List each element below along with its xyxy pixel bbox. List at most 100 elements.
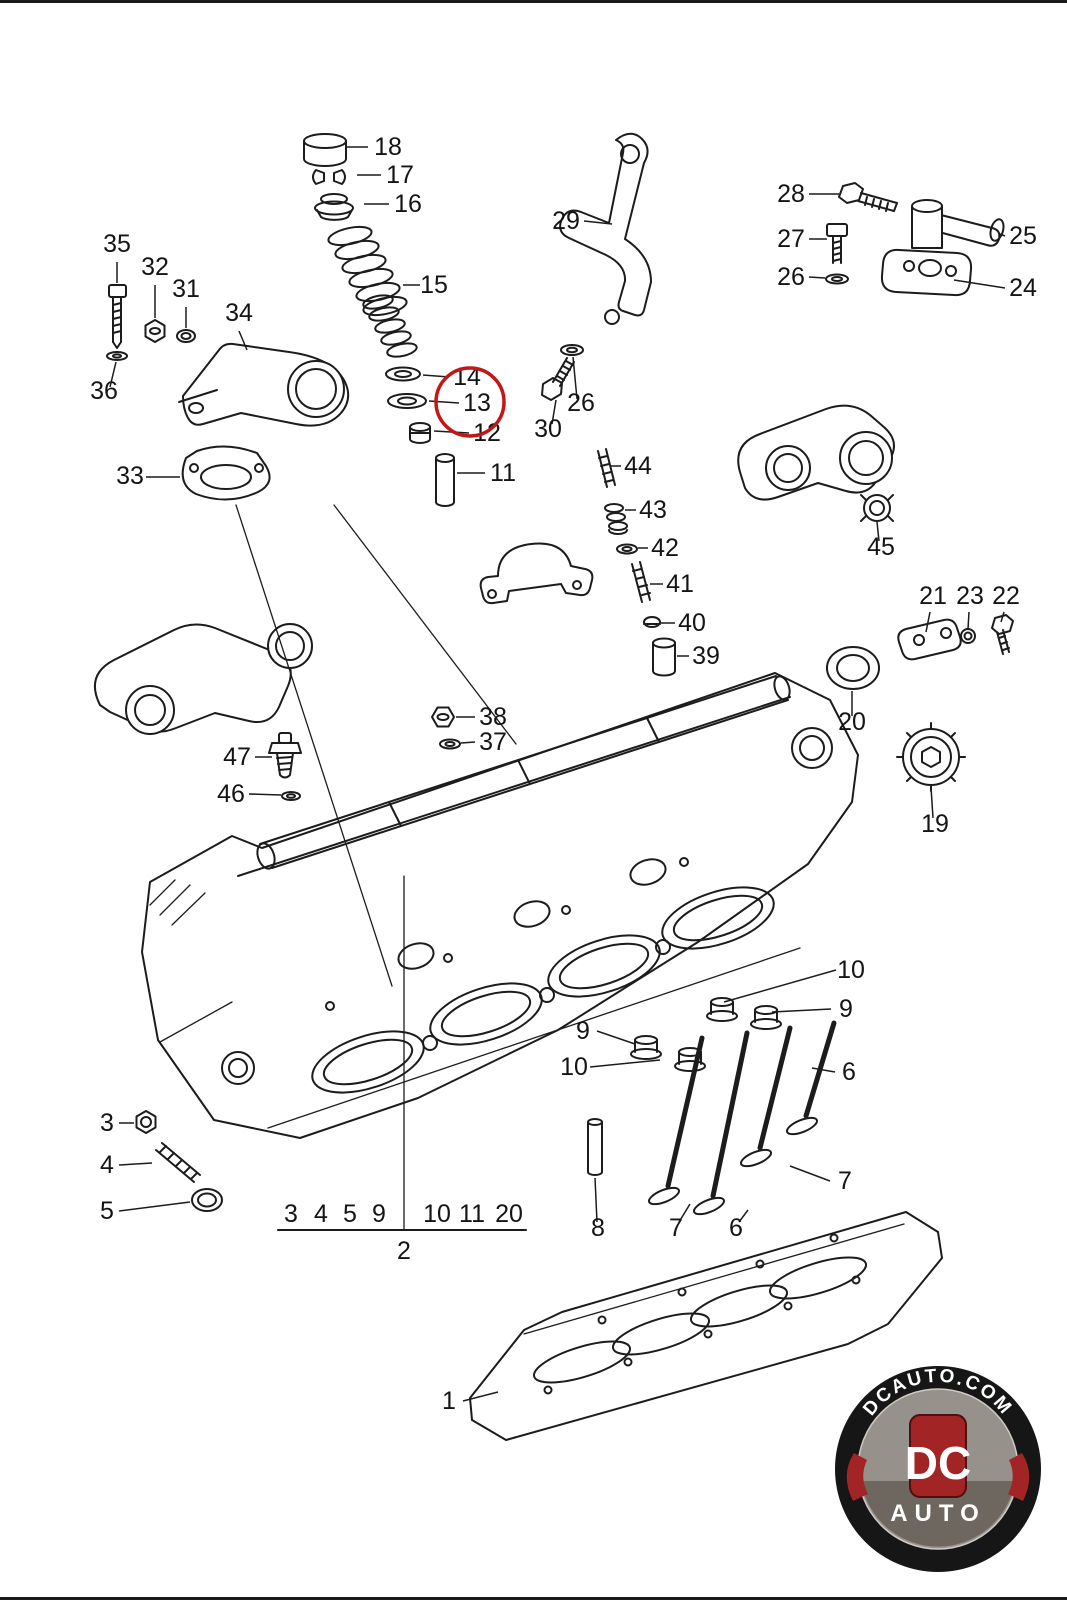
valve-train-stack: [303, 133, 455, 507]
leader-line-26: [808, 276, 826, 279]
part-callout-18: 18: [374, 133, 402, 161]
part-callout-3: 3: [284, 1200, 298, 1228]
part-callout-45: 45: [867, 533, 895, 561]
part-callout-7: 7: [669, 1214, 683, 1242]
logo-wordmark-text: AUTO: [890, 1500, 986, 1527]
part-callout-16: 16: [394, 190, 422, 218]
part-callout-5: 5: [100, 1197, 114, 1225]
leader-line-1: [462, 1391, 499, 1402]
part-callout-10: 10: [423, 1200, 451, 1228]
part-callout-47: 47: [223, 743, 251, 771]
part-callout-10: 10: [837, 956, 865, 984]
part-callout-9: 9: [372, 1200, 386, 1228]
leader-line-21: [925, 611, 931, 633]
part-callout-42: 42: [651, 534, 679, 562]
diagram-line-art: [93, 132, 1014, 1441]
part-callout-6: 6: [842, 1058, 856, 1086]
part-callout-33: 33: [116, 462, 144, 490]
part-callout-20: 20: [838, 708, 866, 736]
seal-bracket-plug-group: [826, 614, 1014, 792]
part-callout-1: 1: [442, 1387, 456, 1415]
part-callout-30: 30: [534, 415, 562, 443]
head-gasket: [469, 1211, 943, 1441]
cylinder-head-block: [141, 672, 859, 1139]
leader-line-26: [572, 356, 578, 400]
part-callout-32: 32: [141, 253, 169, 281]
dcauto-logo: DCAUTO.COM DC AUTO: [835, 1366, 1041, 1572]
part-callout-13: 13: [463, 389, 491, 417]
part-callout-40: 40: [678, 609, 706, 637]
top-border-line: [0, 0, 1067, 3]
bearing-caps-group: [93, 404, 895, 735]
leader-line-37: [460, 741, 476, 744]
part-callout-46: 46: [217, 780, 245, 808]
part-callout-39: 39: [692, 642, 720, 670]
part-callout-4: 4: [314, 1200, 328, 1228]
valves-and-seals-group: [587, 997, 837, 1216]
leader-line-10: [723, 969, 837, 1003]
leader-line-24: [953, 279, 1006, 289]
part-callout-5: 5: [343, 1200, 357, 1228]
part-callout-8: 8: [591, 1214, 605, 1242]
bottom-border-line: [0, 1597, 1067, 1600]
leader-line-29: [583, 220, 613, 225]
leader-lines-layer: [109, 146, 1006, 1402]
leader-line-36: [109, 361, 117, 388]
leader-line-34: [238, 330, 248, 351]
part-callout-9: 9: [576, 1017, 590, 1045]
leader-line-25: [999, 233, 1006, 237]
part-callout-38: 38: [479, 703, 507, 731]
part-callout-11: 11: [490, 459, 516, 487]
leader-line-45: [876, 521, 880, 542]
leader-line-4: [118, 1162, 153, 1166]
part-callout-31: 31: [172, 275, 200, 303]
left-fasteners-group: [135, 1110, 223, 1212]
part-callout-20: 20: [495, 1200, 523, 1228]
part-callout-34: 34: [225, 299, 253, 327]
stud-column-group: [597, 448, 676, 677]
highlight-circle: [434, 366, 506, 438]
logo-inner-shade: [861, 1481, 1015, 1547]
part-callout-35: 35: [103, 230, 131, 258]
part-callout-9: 9: [839, 995, 853, 1023]
part-callout-27: 27: [777, 225, 805, 253]
part-callout-3: 3: [100, 1109, 114, 1137]
logo-shield: [909, 1414, 967, 1498]
leader-line-23: [967, 611, 970, 630]
leader-line-6: [738, 1209, 749, 1223]
leader-line-7: [789, 1165, 831, 1182]
part-callout-37: 37: [479, 728, 507, 756]
coolant-flange-group: [825, 182, 1005, 297]
stud-washer-group: [541, 344, 584, 401]
part-callout-24: 24: [1009, 274, 1037, 302]
part-callout-2: 2: [397, 1237, 411, 1265]
part-callout-4: 4: [100, 1151, 114, 1179]
leader-line-9: [596, 1030, 636, 1045]
leader-line-7: [678, 1203, 691, 1223]
leader-line-9: [771, 1008, 832, 1013]
part-callout-19: 19: [921, 810, 949, 838]
leader-line-22: [1000, 611, 1005, 623]
part-callout-26: 26: [567, 389, 595, 417]
logo-right-wing: [1008, 1453, 1030, 1501]
logo-monogram-text: DC: [905, 1437, 971, 1489]
leader-line-30: [551, 399, 557, 425]
part-callout-17: 17: [386, 161, 414, 189]
leader-line-6: [811, 1067, 836, 1073]
leader-line-10: [589, 1059, 661, 1068]
part-callout-28: 28: [777, 180, 805, 208]
lifting-bracket: [559, 132, 652, 325]
part-callout-23: 23: [956, 582, 984, 610]
part-callout-26: 26: [777, 263, 805, 291]
leader-line-19: [930, 786, 934, 819]
part-callout-29: 29: [552, 207, 580, 235]
leader-line-14: [422, 374, 450, 378]
part-callout-44: 44: [624, 452, 652, 480]
leader-line-13: [428, 400, 460, 404]
leader-line-8: [594, 1177, 598, 1223]
part-callout-41: 41: [666, 570, 694, 598]
leader-line-46: [248, 793, 282, 796]
part-callout-21: 21: [919, 582, 947, 610]
